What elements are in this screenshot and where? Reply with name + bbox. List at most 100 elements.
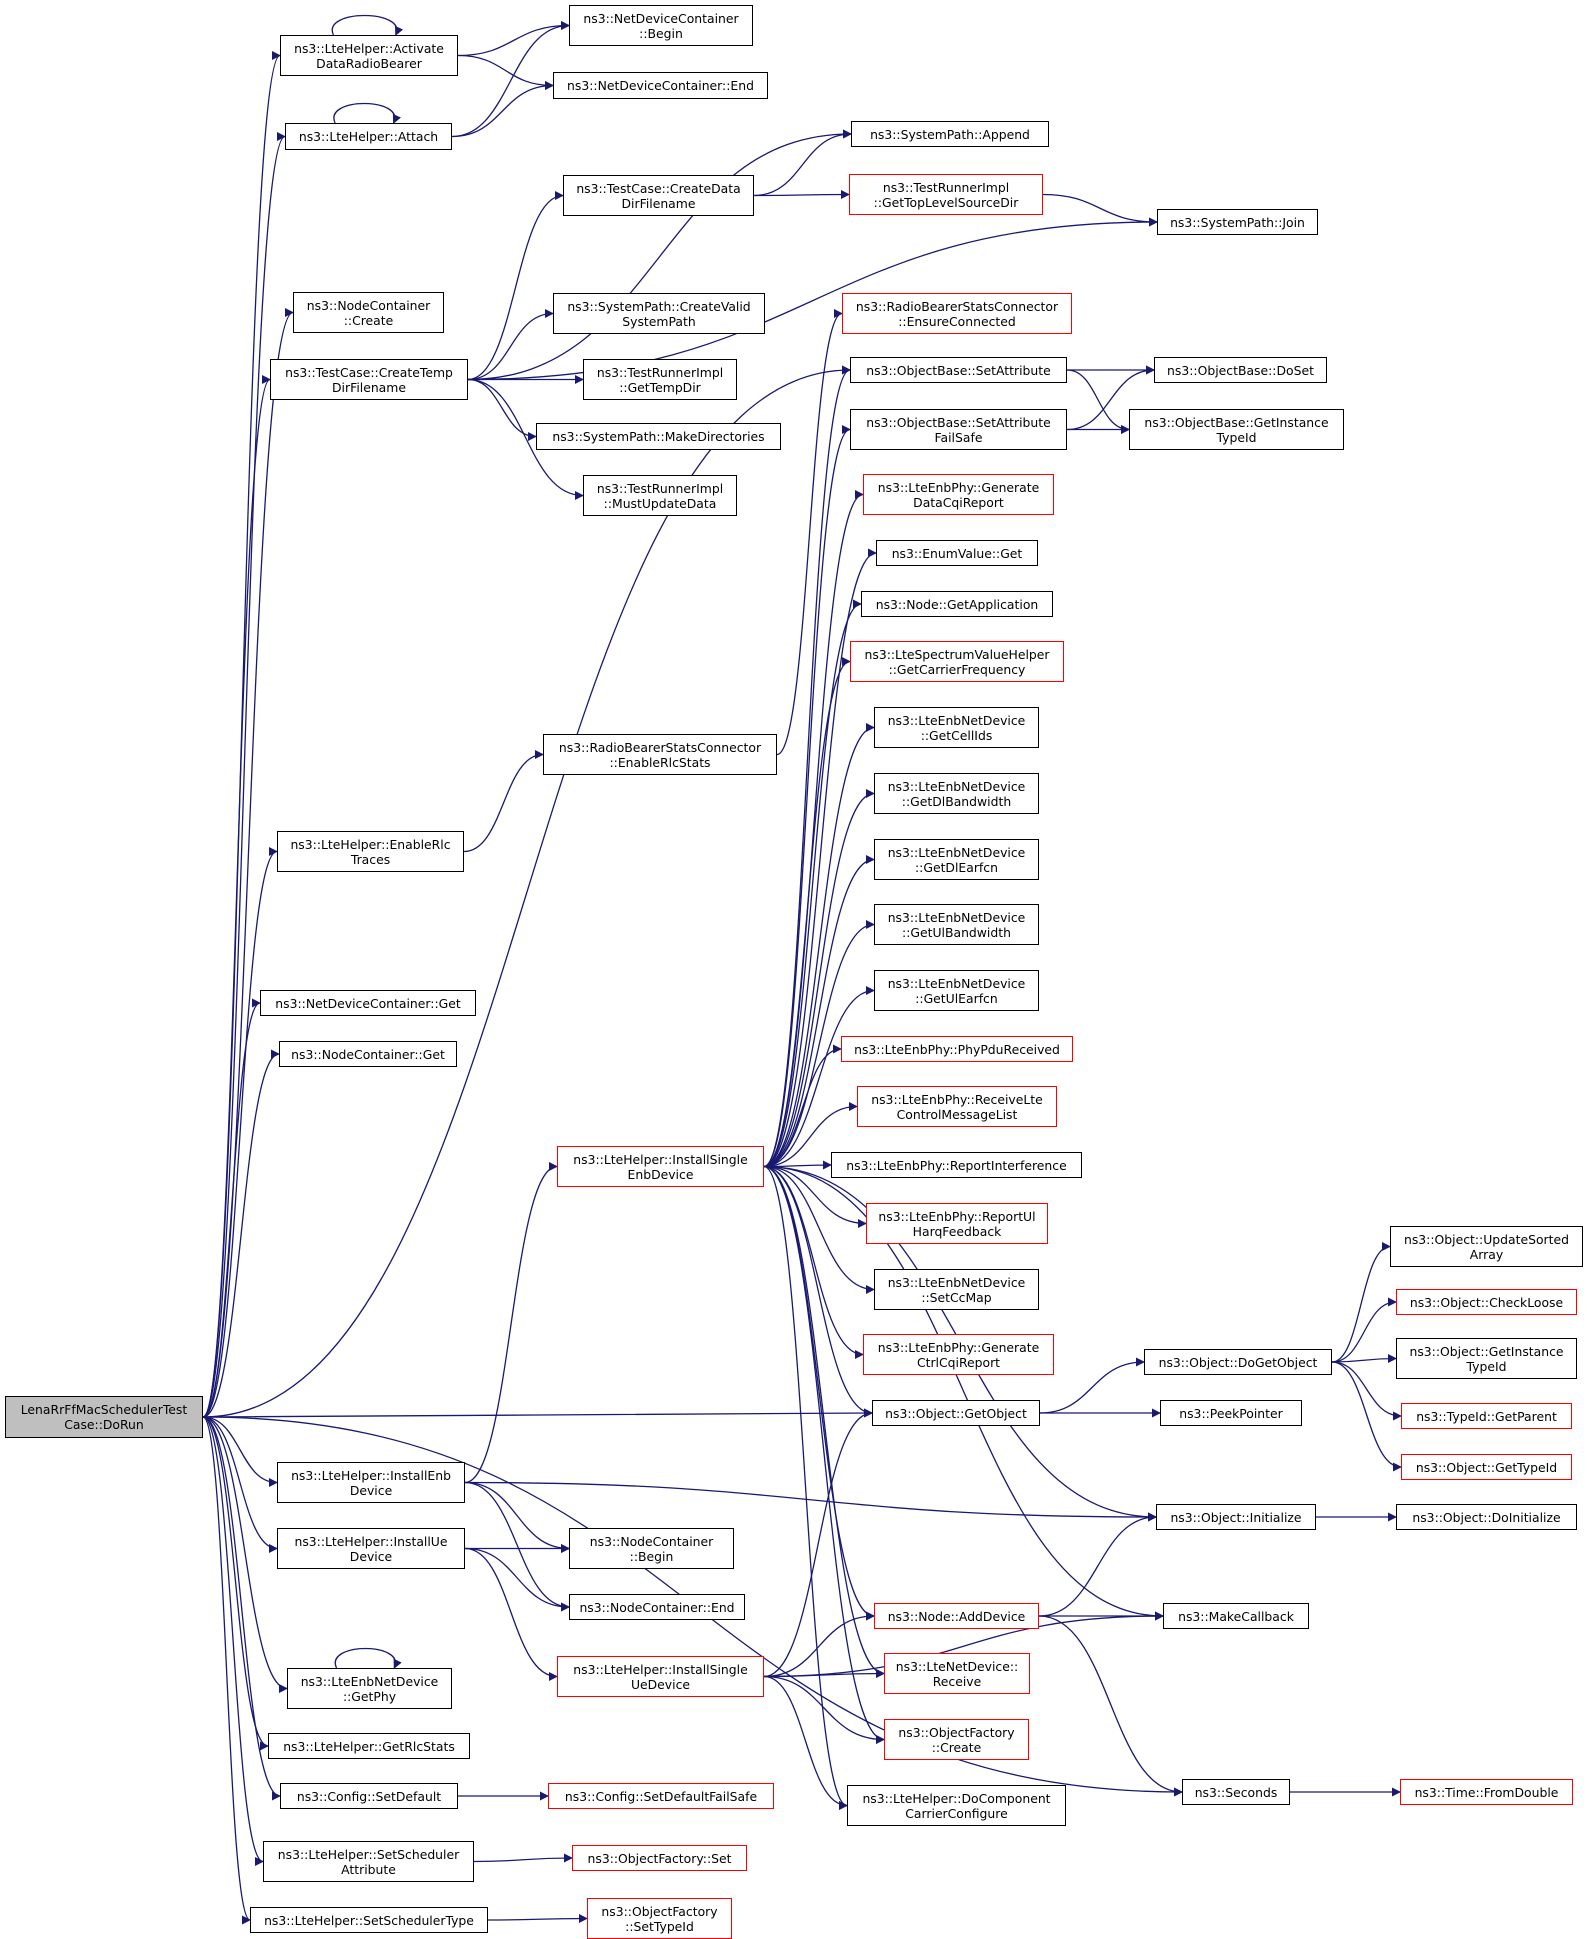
- node-obj-getobject[interactable]: ns3::Object::GetObject: [872, 1400, 1040, 1426]
- edge-obj_dogetobject-to-obj_checkloose: [1331, 1297, 1397, 1363]
- node-nodec-begin[interactable]: ns3::NodeContainer ::Begin: [569, 1528, 734, 1569]
- node-install-enb[interactable]: ns3::LteHelper::InstallEnb Device: [277, 1462, 465, 1503]
- node-activate[interactable]: ns3::LteHelper::Activate DataRadioBearer: [280, 35, 458, 76]
- node-obj-initialize[interactable]: ns3::Object::Initialize: [1156, 1504, 1316, 1530]
- edge-root-to-setschedattr: [202, 1416, 264, 1866]
- node-tri-mustupdate[interactable]: ns3::TestRunnerImpl ::MustUpdateData: [583, 475, 737, 516]
- edge-install_single_ue-to-of_create: [763, 1675, 885, 1744]
- node-nc-create[interactable]: ns3::NodeContainer ::Create: [293, 292, 444, 333]
- edge-node_adddevice-to-obj_initialize: [1038, 1512, 1157, 1617]
- node-svh-getcarrier[interactable]: ns3::LteSpectrumValueHelper ::GetCarrier…: [850, 641, 1064, 682]
- node-peekpointer[interactable]: ns3::PeekPointer: [1160, 1400, 1302, 1426]
- node-obj-checkloose[interactable]: ns3::Object::CheckLoose: [1396, 1289, 1577, 1315]
- node-ob-setattrfs[interactable]: ns3::ObjectBase::SetAttribute FailSafe: [850, 409, 1067, 450]
- node-ob-doset[interactable]: ns3::ObjectBase::DoSet: [1154, 357, 1327, 383]
- node-obj-getinsttypeid[interactable]: ns3::Object::GetInstance TypeId: [1396, 1338, 1577, 1379]
- edge-root-to-tc_createtemp: [202, 375, 271, 1418]
- edge-enb_getphy-to-enb_getphy: [334, 1647, 402, 1669]
- node-sp-makedirs[interactable]: ns3::SystemPath::MakeDirectories: [536, 423, 781, 450]
- node-phy-reportint[interactable]: ns3::LteEnbPhy::ReportInterference: [831, 1152, 1082, 1178]
- node-of-set[interactable]: ns3::ObjectFactory::Set: [572, 1845, 747, 1871]
- node-root: LenaRrFfMacSchedulerTest Case::DoRun: [5, 1396, 203, 1438]
- node-enbnd-getcellids[interactable]: ns3::LteEnbNetDevice ::GetCellIds: [874, 707, 1039, 748]
- node-cfg-setdefault[interactable]: ns3::Config::SetDefault: [280, 1783, 458, 1809]
- node-ndc-get[interactable]: ns3::NetDeviceContainer::Get: [260, 990, 476, 1016]
- node-lh-docc[interactable]: ns3::LteHelper::DoComponent CarrierConfi…: [847, 1785, 1066, 1826]
- node-cfg-setdefaultfs[interactable]: ns3::Config::SetDefaultFailSafe: [548, 1783, 774, 1809]
- node-ob-getinst[interactable]: ns3::ObjectBase::GetInstance TypeId: [1129, 409, 1344, 450]
- node-enum-get[interactable]: ns3::EnumValue::Get: [876, 540, 1038, 566]
- edge-install_single_enb-to-enbnd_getulearfcn: [763, 986, 875, 1168]
- edge-root-to-attach: [202, 132, 286, 1418]
- edge-obj_dogetobject-to-obj_updatesorted: [1331, 1242, 1391, 1363]
- node-phy-genctrlcqi[interactable]: ns3::LteEnbPhy::Generate CtrlCqiReport: [863, 1334, 1054, 1375]
- node-enbnd-getulearfcn[interactable]: ns3::LteEnbNetDevice ::GetUlEarfcn: [874, 970, 1039, 1011]
- edge-install_single_enb-to-of_create: [763, 1165, 885, 1744]
- node-obj-dogetobject[interactable]: ns3::Object::DoGetObject: [1144, 1349, 1332, 1375]
- node-enb-getphy[interactable]: ns3::LteEnbNetDevice ::GetPhy: [287, 1668, 452, 1709]
- node-ndc-end[interactable]: ns3::NetDeviceContainer::End: [553, 72, 768, 99]
- node-phy-recvctrl[interactable]: ns3::LteEnbPhy::ReceiveLte ControlMessag…: [857, 1086, 1057, 1127]
- node-tc-createtemp[interactable]: ns3::TestCase::CreateTemp DirFilename: [270, 359, 468, 400]
- node-getrlcstats[interactable]: ns3::LteHelper::GetRlcStats: [268, 1733, 470, 1759]
- node-phy-gendatacqi[interactable]: ns3::LteEnbPhy::Generate DataCqiReport: [863, 474, 1054, 515]
- edge-root-to-install_ue: [202, 1416, 278, 1553]
- node-typeid-getparent[interactable]: ns3::TypeId::GetParent: [1401, 1403, 1572, 1429]
- node-setschedtype[interactable]: ns3::LteHelper::SetSchedulerType: [250, 1907, 488, 1933]
- node-of-create[interactable]: ns3::ObjectFactory ::Create: [884, 1719, 1029, 1760]
- node-install-single-enb[interactable]: ns3::LteHelper::InstallSingle EnbDevice: [557, 1146, 764, 1187]
- edge-install_single_ue-to-obj_getobject: [763, 1408, 873, 1678]
- node-of-settypeid[interactable]: ns3::ObjectFactory ::SetTypeId: [587, 1898, 732, 1939]
- edge-activate-to-activate: [331, 14, 404, 36]
- node-obj-gettypeid[interactable]: ns3::Object::GetTypeId: [1401, 1454, 1572, 1480]
- edge-install_single_ue-to-makecallback: [763, 1611, 1164, 1678]
- edge-root-to-enablerlc: [202, 847, 278, 1418]
- edge-obj_dogetobject-to-obj_getinsttypeid: [1331, 1354, 1397, 1364]
- edge-install_single_ue-to-node_adddevice: [763, 1611, 875, 1678]
- edge-obj_dogetobject-to-obj_gettypeid: [1331, 1361, 1402, 1472]
- node-time-fromdouble[interactable]: ns3::Time::FromDouble: [1400, 1779, 1573, 1805]
- node-enbnd-setccmap[interactable]: ns3::LteEnbNetDevice ::SetCcMap: [874, 1269, 1039, 1310]
- node-sp-append[interactable]: ns3::SystemPath::Append: [851, 121, 1049, 147]
- edge-attach-to-ndc_begin: [451, 21, 570, 138]
- node-ndc-begin[interactable]: ns3::NetDeviceContainer ::Begin: [569, 5, 753, 46]
- node-enbnd-getdlbw[interactable]: ns3::LteEnbNetDevice ::GetDlBandwidth: [874, 773, 1039, 814]
- node-tc-createdata[interactable]: ns3::TestCase::CreateData DirFilename: [563, 175, 754, 216]
- edge-install_enb-to-install_single_enb: [464, 1162, 558, 1484]
- edge-root-to-setschedtype: [202, 1416, 251, 1925]
- edge-activate-to-ndc_begin: [457, 21, 570, 57]
- edge-tc_createtemp-to-sp_makedirs: [467, 378, 537, 441]
- node-obj-updatesorted[interactable]: ns3::Object::UpdateSorted Array: [1390, 1226, 1583, 1267]
- node-install-ue[interactable]: ns3::LteHelper::InstallUe Device: [277, 1528, 465, 1569]
- node-install-single-ue[interactable]: ns3::LteHelper::InstallSingle UeDevice: [557, 1656, 764, 1697]
- node-ltend-receive[interactable]: ns3::LteNetDevice:: Receive: [884, 1653, 1030, 1694]
- node-setschedattr[interactable]: ns3::LteHelper::SetScheduler Attribute: [263, 1841, 474, 1882]
- edge-install_single_enb-to-lh_docc: [763, 1165, 848, 1810]
- node-node-adddevice[interactable]: ns3::Node::AddDevice: [874, 1603, 1039, 1629]
- node-rbsc-ensure[interactable]: ns3::RadioBearerStatsConnector ::EnsureC…: [842, 293, 1072, 334]
- node-ob-setattr[interactable]: ns3::ObjectBase::SetAttribute: [850, 357, 1067, 383]
- node-rbsc-enablerlc[interactable]: ns3::RadioBearerStatsConnector ::EnableR…: [543, 734, 777, 775]
- node-makecallback[interactable]: ns3::MakeCallback: [1163, 1603, 1309, 1629]
- node-sp-createvalid[interactable]: ns3::SystemPath::CreateValid SystemPath: [553, 293, 765, 334]
- node-seconds[interactable]: ns3::Seconds: [1182, 1779, 1290, 1805]
- node-tri-gettoplevel[interactable]: ns3::TestRunnerImpl ::GetTopLevelSourceD…: [849, 174, 1043, 215]
- edge-install_single_enb-to-obj_getobject: [763, 1165, 873, 1418]
- node-enablerlc[interactable]: ns3::LteHelper::EnableRlc Traces: [277, 831, 464, 872]
- node-phy-pdurecv[interactable]: ns3::LteEnbPhy::PhyPduReceived: [841, 1036, 1073, 1062]
- edge-install_single_enb-to-enbnd_getcellids: [763, 723, 875, 1168]
- edge-activate-to-ndc_end: [457, 54, 554, 90]
- node-node-getapp[interactable]: ns3::Node::GetApplication: [861, 591, 1053, 617]
- edge-tc_createdata-to-tri_gettoplevel: [753, 190, 850, 200]
- node-nodec-end[interactable]: ns3::NodeContainer::End: [569, 1594, 745, 1620]
- node-phy-reportul[interactable]: ns3::LteEnbPhy::ReportUl HarqFeedback: [866, 1203, 1048, 1244]
- node-tri-gettempdir[interactable]: ns3::TestRunnerImpl ::GetTempDir: [583, 359, 737, 400]
- node-nc-get[interactable]: ns3::NodeContainer::Get: [279, 1041, 457, 1067]
- node-enbnd-getulbw[interactable]: ns3::LteEnbNetDevice ::GetUlBandwidth: [874, 904, 1039, 945]
- node-attach[interactable]: ns3::LteHelper::Attach: [285, 123, 452, 150]
- edge-install_enb-to-nodec_begin: [464, 1481, 570, 1553]
- node-obj-doinitialize[interactable]: ns3::Object::DoInitialize: [1396, 1504, 1577, 1530]
- node-sp-join[interactable]: ns3::SystemPath::Join: [1157, 209, 1318, 235]
- edge-root-to-obj_getobject: [202, 1408, 873, 1418]
- node-enbnd-getdlearfcn[interactable]: ns3::LteEnbNetDevice ::GetDlEarfcn: [874, 839, 1039, 880]
